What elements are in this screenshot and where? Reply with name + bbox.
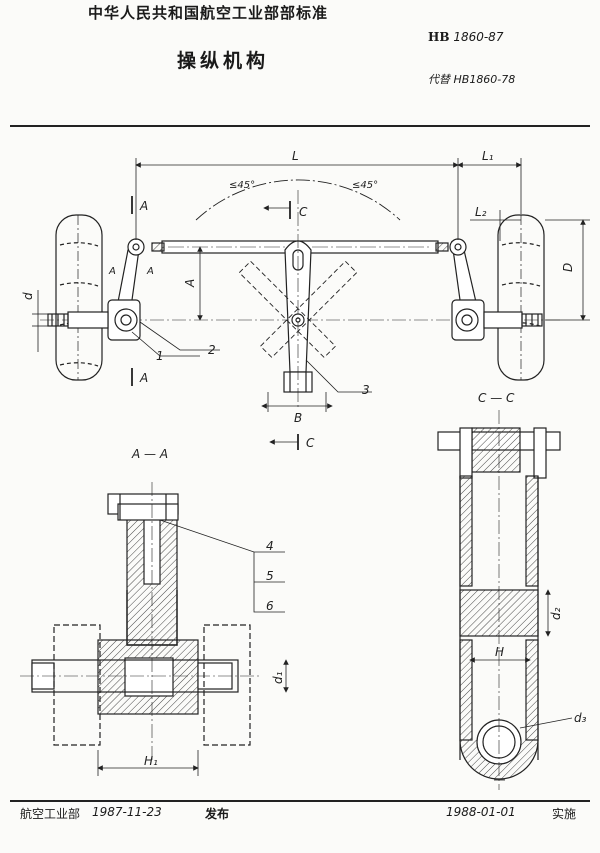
standard-prefix: HB [428, 30, 450, 44]
header-rule [10, 125, 590, 127]
section-mark-a-bottom: A [139, 371, 148, 385]
replaces-standard: 代替 HB1860-78 [428, 73, 516, 86]
dim-d: d [21, 292, 35, 300]
callout-2: 2 [208, 343, 216, 357]
right-handle-grip [497, 214, 545, 381]
section-title-a-a: A — A [131, 447, 168, 461]
section-mark-a-top: A [139, 199, 148, 213]
section-mark-a-left: A [108, 266, 116, 277]
dim-l: L [292, 149, 299, 163]
dim-b: B [294, 411, 302, 425]
angle-left: ≤45° [229, 180, 255, 191]
section-title-c-c: C — C [478, 391, 515, 405]
section-mark-a-right: A [146, 266, 154, 277]
issuing-organization: 中华人民共和国航空工业部部标准 [88, 4, 329, 22]
footer-issue-label: 发布 [205, 807, 230, 821]
callout-6: 6 [266, 599, 274, 613]
callout-3: 3 [362, 383, 370, 397]
dim-h: H [495, 645, 504, 659]
section-a-a [20, 482, 289, 776]
dim-a: A [183, 279, 197, 288]
dim-d2: d₂ [549, 607, 563, 620]
dim-h1: H₁ [144, 754, 158, 768]
document-title: 操纵机构 [177, 50, 270, 72]
left-handle-grip [55, 214, 103, 381]
standard-code: 1860-87 [453, 30, 504, 44]
standard-number: HB 1860-87 [428, 30, 503, 44]
dim-d-outer: D [561, 263, 575, 272]
callout-4: 4 [266, 539, 274, 553]
footer-effective-date: 1988-01-01 [446, 805, 516, 819]
dim-l1: L₁ [482, 149, 494, 163]
dim-d1: d₁ [271, 671, 285, 684]
callout-1: 1 [156, 349, 164, 363]
swing-arc [195, 179, 401, 221]
section-c-c [437, 410, 573, 790]
dim-l2: L₂ [475, 205, 487, 219]
footer-issuer: 航空工业部 [20, 807, 81, 821]
footer-rule [10, 800, 590, 802]
callout-5: 5 [266, 569, 274, 583]
footer-issue-date: 1987-11-23 [92, 805, 162, 819]
section-mark-c-bottom: C [306, 436, 315, 450]
angle-right: ≤45° [352, 180, 378, 191]
section-mark-c-top: C [299, 205, 308, 219]
dimension-lines [32, 158, 590, 450]
dim-d3: d₃ [574, 711, 587, 725]
footer-effective-label: 实施 [552, 807, 577, 821]
right-link-arm [449, 238, 543, 341]
lever-swing-positions [238, 260, 358, 359]
